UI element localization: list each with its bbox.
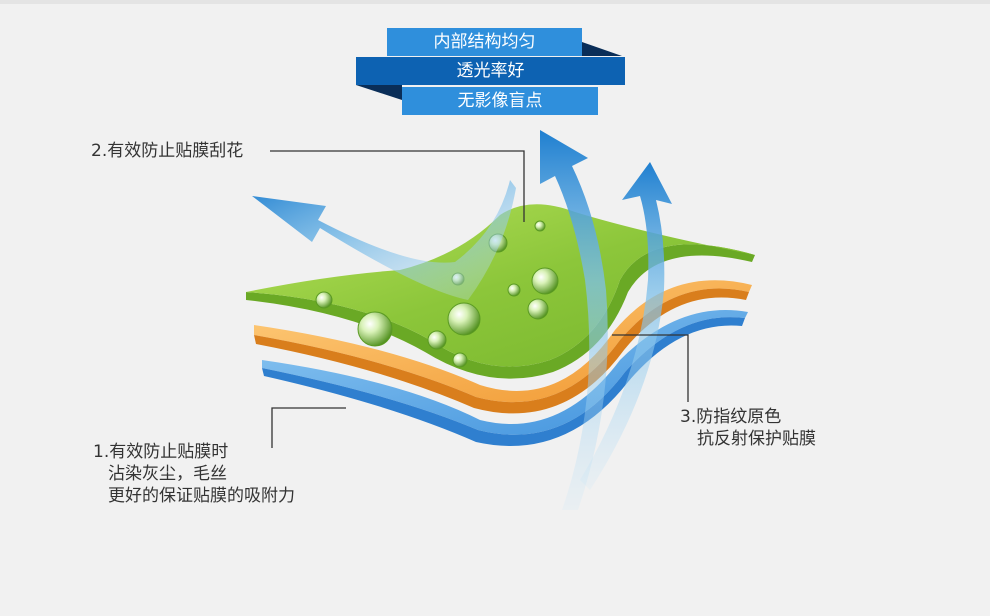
banner-ribbon-fold bbox=[356, 85, 402, 100]
blue-film-edge bbox=[262, 317, 745, 446]
water-droplet bbox=[527, 298, 549, 320]
callout-fingerprint-line-1: 3.防指纹原色 bbox=[680, 407, 782, 427]
water-droplet bbox=[452, 352, 468, 368]
transmit-arrow-icon bbox=[580, 162, 672, 490]
deflect-arrow-icon bbox=[252, 180, 516, 300]
callout-line-bottom bbox=[271, 407, 346, 448]
top-divider bbox=[0, 0, 990, 4]
callout-anti-fingerprint: 3.防指纹原色 抗反射保护贴膜 bbox=[680, 406, 816, 450]
callout-dust-line-1: 1.有效防止贴膜时 bbox=[93, 442, 229, 462]
transmit-arrow-icon bbox=[540, 130, 608, 510]
callout-line-top bbox=[270, 150, 525, 222]
callout-dust-line-3: 更好的保证贴膜的吸附力 bbox=[108, 486, 295, 506]
feature-banner-transmittance: 透光率好 bbox=[356, 57, 625, 85]
water-droplet bbox=[447, 302, 481, 336]
water-droplet bbox=[315, 291, 333, 309]
feature-banner-uniform: 内部结构均匀 bbox=[387, 28, 582, 56]
water-droplet bbox=[427, 330, 447, 350]
callout-fingerprint-line-2: 抗反射保护贴膜 bbox=[697, 429, 816, 449]
callout-scratch-protection: 2.有效防止贴膜刮花 bbox=[91, 141, 244, 161]
light-arrows bbox=[252, 130, 672, 510]
green-film-layer bbox=[246, 204, 755, 367]
feature-banner-no-blind-spot: 无影像盲点 bbox=[402, 87, 598, 115]
banner-ribbon-fold bbox=[582, 42, 622, 56]
callout-dust-line-2: 沾染灰尘，毛丝 bbox=[108, 464, 227, 484]
callout-line-right bbox=[612, 334, 689, 402]
water-droplet bbox=[507, 283, 521, 297]
green-film-edge bbox=[246, 244, 755, 379]
water-droplet bbox=[531, 267, 559, 295]
callout-dust-protection: 1.有效防止贴膜时 沾染灰尘，毛丝 更好的保证贴膜的吸附力 bbox=[93, 441, 295, 507]
water-droplet bbox=[534, 220, 546, 232]
water-droplet bbox=[357, 311, 393, 347]
